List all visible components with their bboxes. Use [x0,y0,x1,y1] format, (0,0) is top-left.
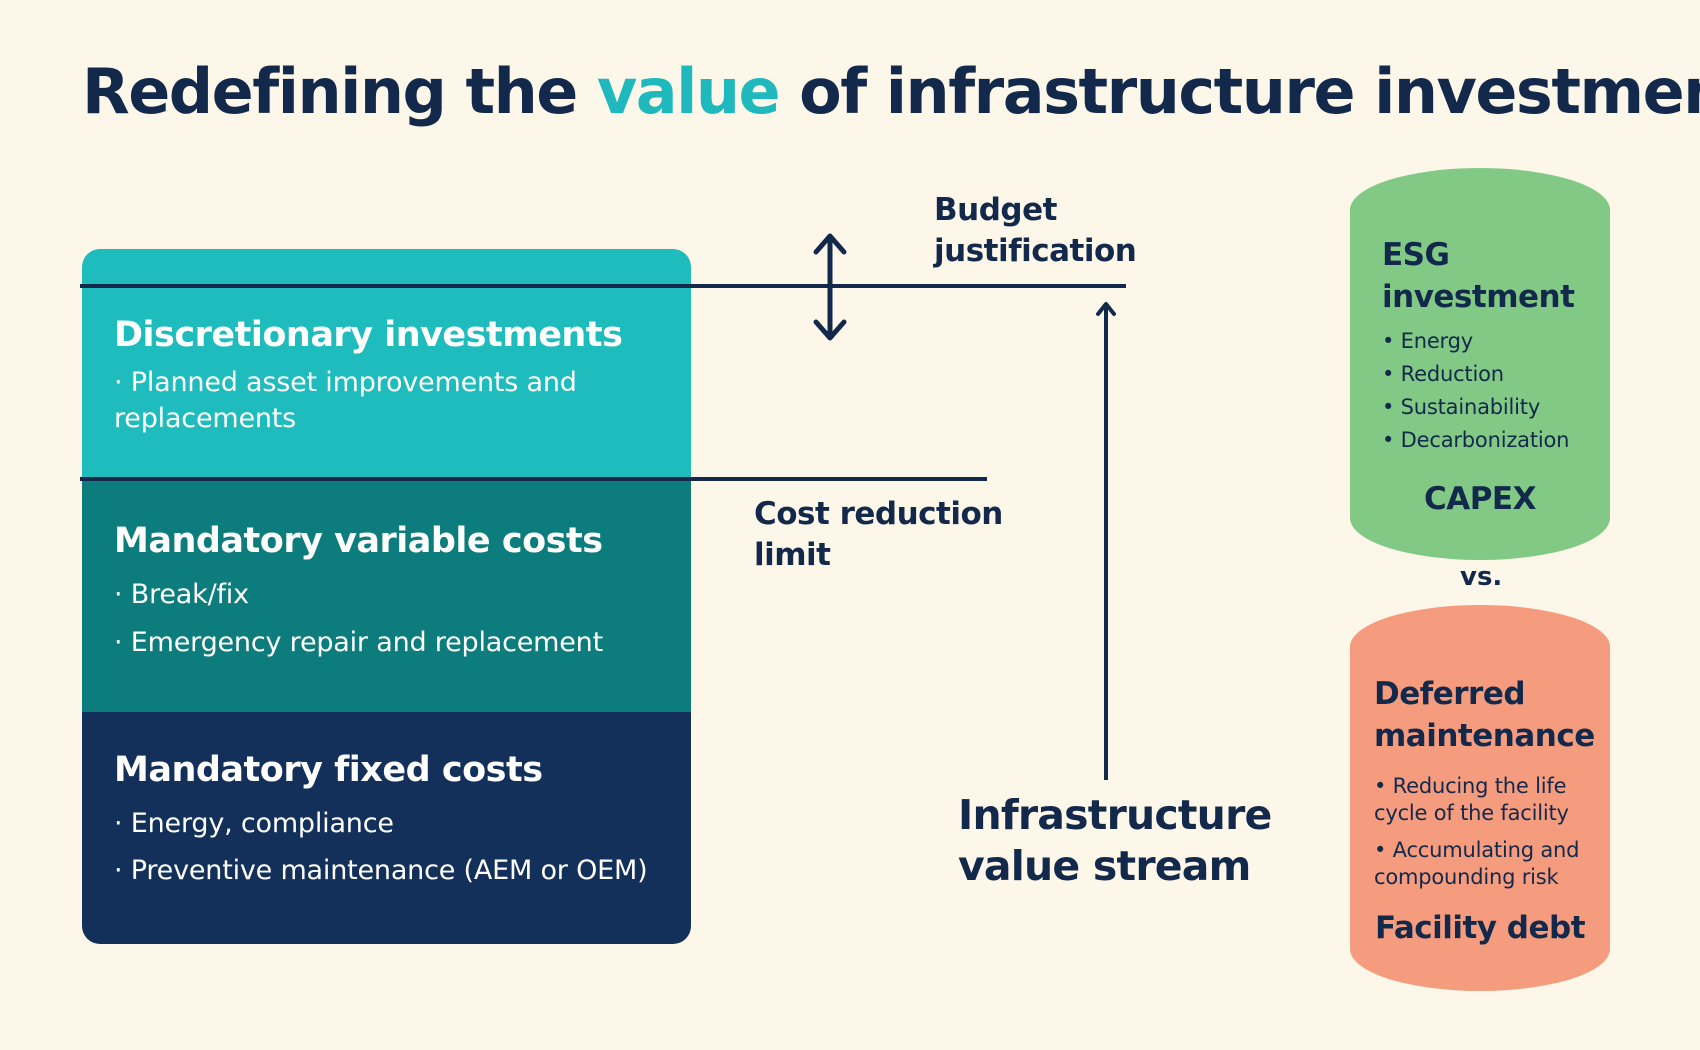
facility-debt-label: Facility debt [1374,910,1586,946]
esg-item: • Energy [1382,329,1473,353]
deferred-title-line-1: Deferred [1374,676,1526,712]
budget-justification-line-2: justification [934,233,1137,269]
deferred-item: • Reducing the life [1374,774,1567,798]
up-arrow-icon [1096,302,1116,780]
capex-label: CAPEX [1423,481,1537,517]
budget-justification-line-1: Budget [934,192,1057,228]
discretionary-item: · Planned asset improvements and [114,367,577,398]
cost-reduction-line-1: Cost reduction [754,496,1003,532]
variable-costs-block: Mandatory variable costs · Break/fix · E… [82,481,691,712]
deferred-cylinder-shape [1350,605,1610,991]
fixed-costs-item: · Energy, compliance [114,808,394,839]
double-arrow-icon [813,233,847,341]
discretionary-item: replacements [114,403,297,434]
value-stream-line-1: Infrastructure [958,791,1272,839]
esg-title: ESG investment [1382,234,1575,318]
title-before: Redefining the [82,55,597,128]
cost-stack: Discretionary investments · Planned asse… [82,249,691,944]
title-after: of infrastructure investment [779,55,1700,128]
esg-item: • Sustainability [1382,395,1541,419]
deferred-title: Deferred maintenance [1374,673,1595,757]
fixed-costs-title: Mandatory fixed costs [114,750,543,790]
deferred-title-line-2: maintenance [1374,718,1595,754]
budget-justification-line [80,284,1126,288]
discretionary-title: Discretionary investments [114,315,623,355]
budget-justification-label: Budget justification [934,190,1137,272]
cost-reduction-label: Cost reduction limit [754,494,1003,576]
deferred-cylinder: Deferred maintenance • Reducing the life… [1350,605,1610,991]
variable-costs-item: · Emergency repair and replacement [114,627,603,658]
value-stream-line-2: value stream [958,842,1251,890]
fixed-costs-block: Mandatory fixed costs · Energy, complian… [82,712,691,944]
cost-reduction-line-2: limit [754,537,831,573]
esg-cylinder: ESG investment • Energy • Reduction • Su… [1350,168,1610,560]
title-accent: value [596,55,781,128]
fixed-costs-item: · Preventive maintenance (AEM or OEM) [114,855,648,886]
esg-item: • Decarbonization [1382,428,1570,452]
deferred-item: cycle of the facility [1374,801,1569,825]
deferred-item: compounding risk [1374,865,1559,889]
esg-item: • Reduction [1382,362,1504,386]
vs-label: vs. [1460,562,1503,592]
variable-costs-item: · Break/fix [114,579,249,610]
page-title: Redefining the value of infrastructure i… [82,55,1700,128]
esg-title-line-2: investment [1382,279,1575,315]
esg-cylinder-shape [1350,168,1610,560]
deferred-item: • Accumulating and [1374,838,1580,862]
cost-reduction-line [80,477,987,481]
variable-costs-title: Mandatory variable costs [114,521,603,561]
value-stream-label: Infrastructure value stream [958,790,1272,892]
esg-title-line-1: ESG [1382,237,1450,273]
